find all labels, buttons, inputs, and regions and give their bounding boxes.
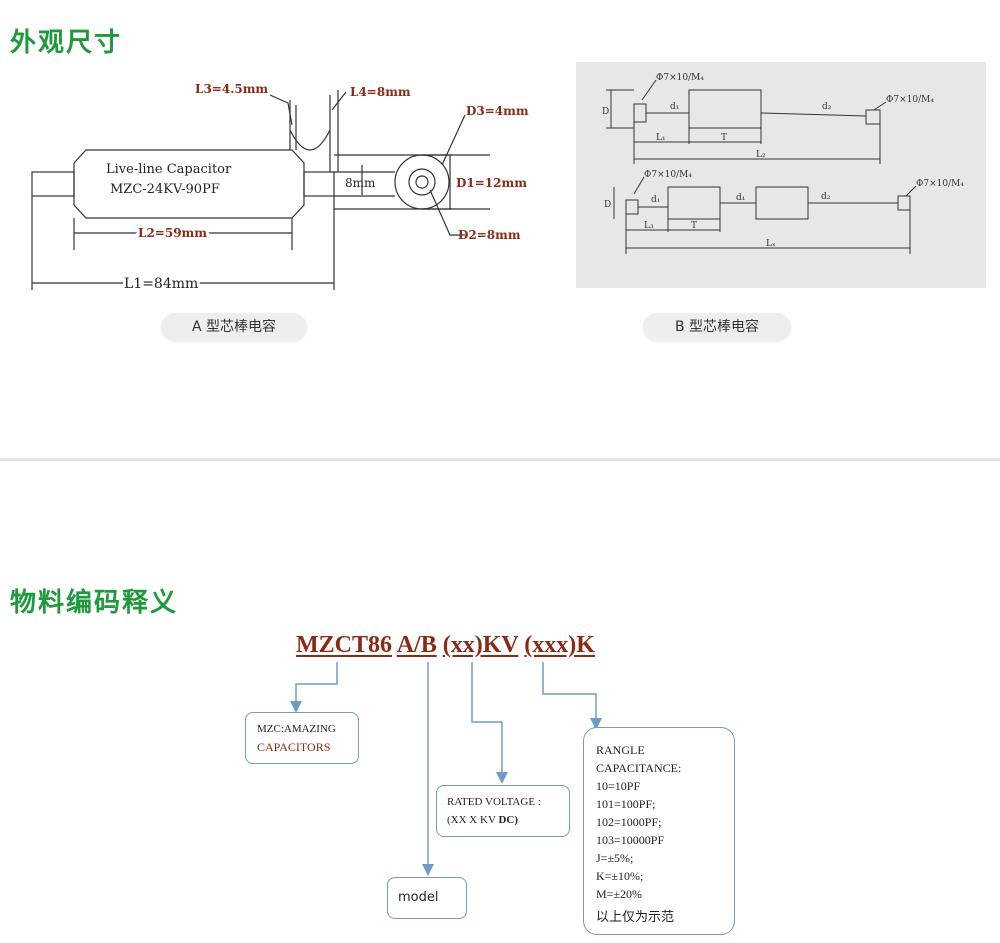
box-mzc-meaning: MZC:AMAZING CAPACITORS: [245, 712, 359, 764]
b-phi-3: Φ7×10/M₄: [644, 170, 692, 180]
b-t-label: T: [721, 133, 727, 143]
cap-line: 103=10000PF: [596, 833, 665, 847]
cap-line: 102=1000PF;: [596, 815, 662, 829]
model-label: model: [398, 890, 439, 905]
caption-a-type: A 型芯棒电容: [161, 313, 307, 341]
b-t-label-2: T: [691, 221, 697, 231]
b-phi-4: Φ7×10/M₄: [916, 179, 964, 189]
code-part-voltage: (xx)KV: [442, 632, 519, 658]
cap-note: 以上仅为示范: [596, 910, 675, 925]
code-part-capacitance: (xxx)K: [524, 632, 595, 658]
mzc-line-2: CAPACITORS: [257, 740, 331, 754]
b-phi-1: Φ7×10/M₄: [656, 73, 704, 83]
b-l2-label: L₂: [756, 150, 766, 160]
b-d2-label: d₂: [822, 102, 832, 112]
voltage-line-1: RATED VOLTAGE :: [447, 796, 541, 808]
diagram-b-panel: Φ7×10/M₄ Φ7×10/M₄ Φ7×10/M₄ Φ7×10/M₄ D d₁…: [576, 62, 986, 288]
diagram-b: Φ7×10/M₄ Φ7×10/M₄ Φ7×10/M₄ Φ7×10/M₄ D d₁…: [602, 73, 964, 254]
caption-b-type: B 型芯棒电容: [643, 313, 791, 341]
cap-line: J=±5%;: [596, 851, 634, 865]
b-l1-label: L₁: [656, 133, 666, 143]
label-d3: D3=4mm: [466, 104, 529, 118]
diagram-a: Live-line Capacitor MZC-24KV-90PF L3=4.5…: [31, 82, 529, 295]
section-divider: [0, 458, 1000, 461]
body-label-2: MZC-24KV-90PF: [110, 182, 220, 197]
b-d1-label-2: d₁: [651, 195, 660, 205]
cap-line: RANGLE: [596, 743, 645, 757]
b-d1-label: d₁: [670, 102, 679, 112]
b-lx-label: Lₓ: [766, 239, 776, 249]
voltage-line-2b: DC): [498, 814, 518, 826]
section-title-dimensions: 外观尺寸: [10, 28, 123, 58]
box-model: model: [387, 877, 467, 919]
body-label-1: Live-line Capacitor: [106, 162, 232, 177]
label-l1: L1=84mm: [124, 276, 198, 292]
b-d1-label-3: d₁: [736, 193, 745, 203]
b-phi-2: Φ7×10/M₄: [886, 95, 934, 105]
label-l4: L4=8mm: [350, 85, 411, 99]
right-cap: [303, 171, 335, 197]
box-capacitance: RANGLE CAPACITANCE: 10=10PF 101=100PF; 1…: [583, 727, 735, 935]
cap-line: 101=100PF;: [596, 797, 656, 811]
cap-line: CAPACITANCE:: [596, 761, 682, 775]
label-d2: D2=8mm: [458, 228, 521, 242]
b-d2-label-2: d₂: [821, 192, 831, 202]
b-d-label-2: D: [604, 200, 611, 210]
b-d-label: D: [602, 107, 609, 117]
code-part-series: MZCT86: [296, 632, 392, 658]
cap-line: M=±20%: [596, 887, 643, 901]
label-8mm: 8mm: [345, 176, 376, 190]
label-d1: D1=12mm: [456, 176, 527, 190]
voltage-line-2a: (XX X KV: [447, 814, 499, 826]
b-l3-label: L₃: [644, 221, 654, 231]
material-code: MZCT86 A/B (xx)KV (xxx)K: [296, 632, 595, 659]
mzc-line-1: MZC:AMAZING: [257, 723, 336, 735]
box-rated-voltage: RATED VOLTAGE : (XX X KV DC): [436, 785, 570, 837]
code-part-type: A/B: [396, 632, 437, 658]
cap-line: 10=10PF: [596, 779, 641, 793]
label-l2: L2=59mm: [138, 226, 207, 240]
capacitor-body: [73, 149, 305, 219]
cap-line: K=±10%;: [596, 869, 644, 883]
section-title-material-code: 物料编码释义: [10, 588, 179, 618]
label-l3: L3=4.5mm: [195, 82, 268, 96]
